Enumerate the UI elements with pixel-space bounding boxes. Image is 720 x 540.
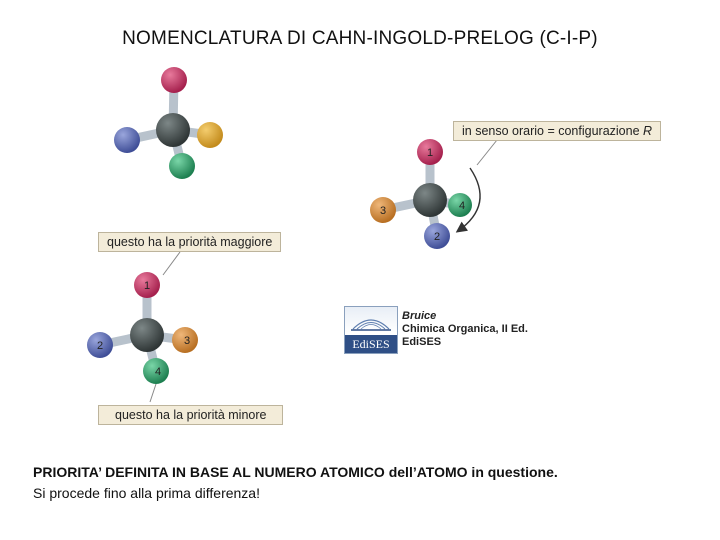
- label-4: 4: [459, 200, 465, 212]
- molecule-configuration-r: 1 4 3 2: [370, 139, 498, 249]
- configuration-letter: R: [643, 124, 653, 138]
- label-1: 1: [144, 280, 150, 292]
- lowest-priority-callout: questo ha la priorità minore: [98, 405, 284, 425]
- green-atom: [169, 153, 195, 179]
- highest-priority-callout: questo ha la priorità maggiore: [98, 232, 282, 252]
- orange-atom-3: [172, 327, 198, 353]
- book-icon: [345, 307, 397, 333]
- clockwise-callout-text: in senso orario = configurazione: [462, 124, 644, 138]
- page-title: NOMENCLATURA DI CAHN-INGOLD-PRELOG (C-I-…: [122, 28, 598, 49]
- green-atom-4: [143, 358, 169, 384]
- carbon-atom: [130, 318, 164, 352]
- orange-atom-3: [370, 197, 396, 223]
- blue-atom: [114, 127, 140, 153]
- blue-atom-2: [424, 223, 450, 249]
- callout-pointer-bottom: [149, 383, 157, 403]
- clockwise-arrow: [455, 167, 481, 233]
- book-author: Bruice: [402, 310, 437, 322]
- label-2: 2: [434, 231, 440, 243]
- red-atom: [161, 67, 187, 93]
- logo-text: EdiSES: [345, 335, 397, 353]
- label-3: 3: [380, 205, 386, 217]
- edises-logo: EdiSES: [344, 306, 398, 354]
- clockwise-callout: in senso orario = configurazione R: [453, 121, 662, 141]
- yellow-atom: [197, 122, 223, 148]
- footer-line-2: Si procede fino alla prima differenza!: [33, 485, 260, 501]
- callout-pointer: [476, 139, 498, 166]
- carbon-atom: [413, 183, 447, 217]
- blue-atom-2: [87, 332, 113, 358]
- footer-text: PRIORITA’ DEFINITA IN BASE AL NUMERO ATO…: [33, 462, 558, 504]
- red-atom-1: [134, 272, 160, 298]
- callout-pointer-top: [162, 251, 181, 276]
- label-2: 2: [97, 340, 103, 352]
- green-atom-4: [448, 193, 472, 217]
- label-1: 1: [427, 147, 433, 159]
- label-3: 3: [184, 335, 190, 347]
- carbon-atom: [156, 113, 190, 147]
- book-title: Chimica Organica, II Ed.: [402, 323, 528, 335]
- publisher-name: EdiSES: [402, 336, 442, 348]
- red-atom-1: [417, 139, 443, 165]
- label-4: 4: [155, 366, 161, 378]
- publisher-text: Bruice Chimica Organica, II Ed. EdiSES: [402, 310, 528, 349]
- publisher-credit: EdiSES Bruice Chimica Organica, II Ed. E…: [344, 306, 564, 354]
- molecule-priorities: 1 2 3 4: [87, 251, 198, 403]
- molecule-unlabeled: [114, 67, 223, 179]
- footer-line-1: PRIORITA’ DEFINITA IN BASE AL NUMERO ATO…: [33, 464, 558, 480]
